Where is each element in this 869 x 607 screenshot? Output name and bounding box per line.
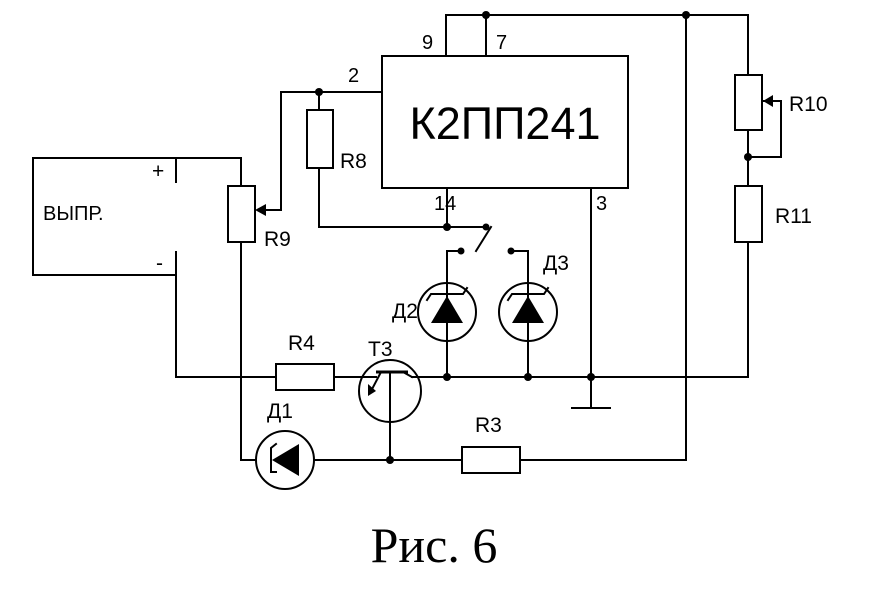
resistor-r9: R9 [227,185,291,251]
plus-label: + [152,160,164,183]
resistor-r3: R3 [461,414,521,474]
chip-k2pp241: К2ПП241 9 7 2 14 3 [348,32,629,215]
r9-wiper-arrow-icon [255,204,266,216]
d3-label: Д3 [543,252,569,275]
t3-label: Т3 [368,338,393,361]
pin-3-label: 3 [596,193,607,215]
resistor-r8: R8 [306,109,367,173]
minus-label: - [156,252,163,275]
r10-wiper-arrow-icon [763,95,773,107]
zener-diode-d3: Д3 [498,252,569,342]
pin-2-label: 2 [348,65,359,87]
resistor-r11: R11 [734,185,812,243]
pin-14-label: 14 [434,193,456,215]
pin-7-label: 7 [496,32,507,54]
figure-caption: Рис. 6 [371,517,498,573]
resistor-r10: R10 [734,74,828,131]
junction-dots [315,11,752,464]
r8-label: R8 [340,150,367,173]
rectifier-block: ВЫПР. + - [32,157,177,276]
d1-triangle-icon [272,444,299,476]
r4-label: R4 [288,332,315,355]
diode-d1: Д1 [255,400,315,490]
r10-label: R10 [789,93,828,116]
transistor-t3: Т3 [358,338,422,423]
r9-label: R9 [264,228,291,251]
r11-label: R11 [775,205,812,228]
rectifier-label: ВЫПР. [43,203,104,225]
d2-label: Д2 [392,300,418,323]
d2-triangle-icon [431,296,463,323]
d1-label: Д1 [267,400,293,423]
pin-9-label: 9 [422,32,433,54]
r3-label: R3 [475,414,502,437]
t3-emitter-arrow-icon [368,384,376,396]
zener-diode-d2: Д2 [392,282,477,342]
d3-triangle-icon [512,296,544,323]
chip-label: К2ПП241 [409,98,600,149]
resistor-r4: R4 [275,332,335,391]
